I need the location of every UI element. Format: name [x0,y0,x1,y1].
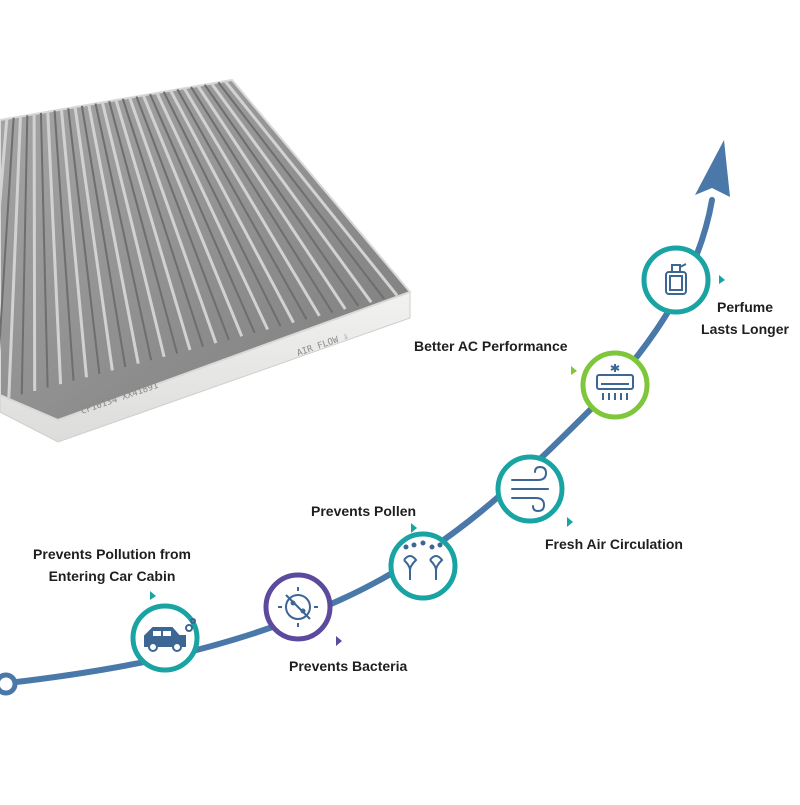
filter-pleat-line [87,104,140,364]
filter-pleat-line [203,84,360,307]
label-better-ac-performance: Better AC Performance [414,335,568,357]
pollen-flower-icon [403,540,444,580]
filter-pleat-line [94,103,153,361]
filter-pleat-line [100,101,166,358]
label-line: Entering Car Cabin [48,568,176,584]
filter-pleat-line [39,112,49,388]
filter-pleat-line [46,111,63,385]
benefit-node-ac [571,350,650,420]
perfume-bottle-icon [665,263,687,295]
filter-pleat-line [108,100,179,354]
pointer-triangle [567,517,573,527]
label-line: Perfume [716,299,774,315]
pointer-triangle [571,366,577,375]
filter-pleat-line [121,98,204,347]
filter-pleat-line [59,109,88,378]
filter-pleat-line [162,91,282,327]
filter-pleat-line [182,87,321,317]
filter-pleat-line [196,85,347,310]
filter-pleat-line [73,106,114,371]
filter-pleat-line [20,115,29,395]
filter-pleat-line [135,96,230,341]
label-fresh-air-circulation: Fresh Air Circulation [545,533,683,555]
benefit-node-pollen [388,523,458,601]
filter-pleat-line [53,110,75,381]
benefit-node-fresh-air [495,454,573,527]
benefit-node-perfume [641,245,725,315]
label-prevents-pollen: Prevents Pollen [311,500,416,522]
filter-pleat-line [67,108,101,374]
progress-arrowhead-icon [695,140,730,197]
label-line: Lasts Longer [701,321,789,337]
air-conditioner-icon [596,364,634,400]
filter-pleat-line [7,116,22,398]
filter-pleat-line [32,114,37,391]
filter-pleat-line [190,86,334,314]
pointer-triangle [411,523,417,533]
benefit-node-pollution [130,591,200,673]
pointer-triangle [719,275,725,284]
label-perfume-lasts-longer: Perfume Lasts Longer [690,296,800,340]
label-text: Better AC Performance [414,338,568,354]
label-text: Fresh Air Circulation [545,536,683,552]
filter-pleat-line [217,81,385,300]
wind-icon [511,465,549,513]
filter-pleat-line [210,82,373,304]
filter-pleat-line [169,89,295,324]
filter-pleat-line [114,99,192,351]
bacteria-icon [278,587,318,627]
filter-pleat-line [0,118,9,219]
filter-pleat-line [176,88,308,320]
cabin-air-filter-image: AIR FLOW ⇩ CF10134 XX41891 [0,78,412,443]
path-start-node [0,672,18,696]
label-prevents-pollution: Prevents Pollution from Entering Car Cab… [22,543,202,587]
benefit-nodes [130,245,725,673]
filter-pleat-line [224,80,399,297]
car-exhaust-icon [144,618,196,652]
filter-pleat-line [0,117,15,352]
label-line: Prevents Pollution from [33,546,191,562]
filter-pleat-line [141,94,244,337]
label-text: Prevents Bacteria [289,658,408,674]
benefit-node-bacteria [263,572,342,646]
filter-pleat-line [80,105,127,368]
filter-pleat-line [155,92,270,331]
filter-pleats [0,80,399,398]
label-text: Prevents Pollen [311,503,417,519]
pointer-triangle [150,591,156,600]
label-prevents-bacteria: Prevents Bacteria [289,655,407,677]
filter-pleat-line [128,97,218,344]
filter-pleat-line [149,93,256,334]
pointer-triangle [336,636,342,646]
